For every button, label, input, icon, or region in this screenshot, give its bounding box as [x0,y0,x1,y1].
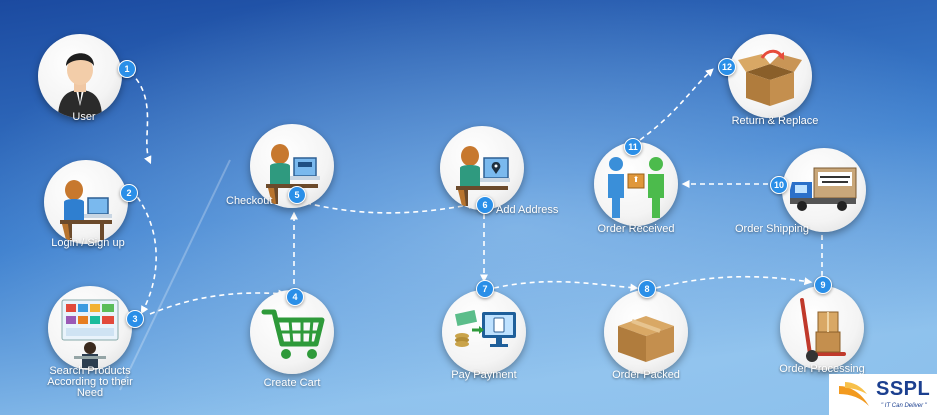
order-shipping-node [782,148,866,232]
pay-payment-node [442,290,526,374]
order-received-node [594,142,678,226]
step-badge-4: 4 [286,288,304,306]
laptop-user-icon [60,180,112,240]
logo-tagline: " IT Can Deliver " [881,403,927,409]
arrow-2-3 [131,189,157,315]
arrow-1-2 [129,71,152,165]
step-badge-5: 5 [288,186,306,204]
step-label-user: User [72,111,96,123]
step-badge-11: 11 [624,138,642,156]
step-badge-10: 10 [770,176,788,194]
step-label-pay-payment: Pay Payment [451,369,517,381]
arrow-11-12 [639,68,714,141]
create-cart-node [250,290,334,374]
step-badge-9: 9 [814,276,832,294]
step-badge-8: 8 [638,280,656,298]
arrow-5-6 [305,201,477,214]
handover-people-icon [608,157,664,218]
step-label-checkout: Checkout [226,195,273,207]
shopping-cart-icon [261,309,325,359]
order-packed-node [604,290,688,374]
step-badge-2: 2 [120,184,138,202]
order-processing-node [780,286,864,370]
swoosh-logo-icon [839,382,869,406]
step-label-add-address: Add Address [496,204,559,216]
step-badge-12: 12 [718,58,736,76]
open-box-icon [738,49,802,106]
step-label-return-replace: Return & Replace [731,115,819,127]
arrow-7-8 [493,280,639,292]
step-badge-1: 1 [118,60,136,78]
user-avatar-icon [58,53,102,118]
cardboard-box-icon [618,316,674,362]
step-label-order-processing: Order Processing [779,363,865,375]
step-badge-3: 3 [126,310,144,328]
step-label-search-line2: According to their [47,376,133,388]
step-label-order-packed: Order Packed [612,369,680,381]
step-label-login: Login / Sign up [51,237,125,249]
hand-truck-icon [800,298,846,362]
step-label-create-cart: Create Cart [263,377,321,389]
arrow-8-9 [655,275,813,289]
user-node [38,34,122,118]
step-label-search-line3: Need [76,387,104,399]
step-label-search-line1: Search Products [49,365,131,377]
step-badge-7: 7 [476,280,494,298]
sspl-logo: SSPL " IT Can Deliver " [829,374,937,415]
product-grid-icon [61,299,119,368]
delivery-truck-icon [790,167,857,211]
step-label-order-shipping: Order Shipping [735,223,809,235]
search-products-node [48,286,132,370]
return-replace-node [728,34,812,118]
checkout-node [250,124,334,208]
login-node [44,160,128,244]
address-laptop-icon [456,146,510,206]
payment-monitor-icon [454,310,516,347]
arrow-3-4 [149,289,287,315]
step-badge-6: 6 [476,196,494,214]
step-label-order-received: Order Received [597,223,675,235]
logo-wordmark: SSPL [876,378,931,400]
